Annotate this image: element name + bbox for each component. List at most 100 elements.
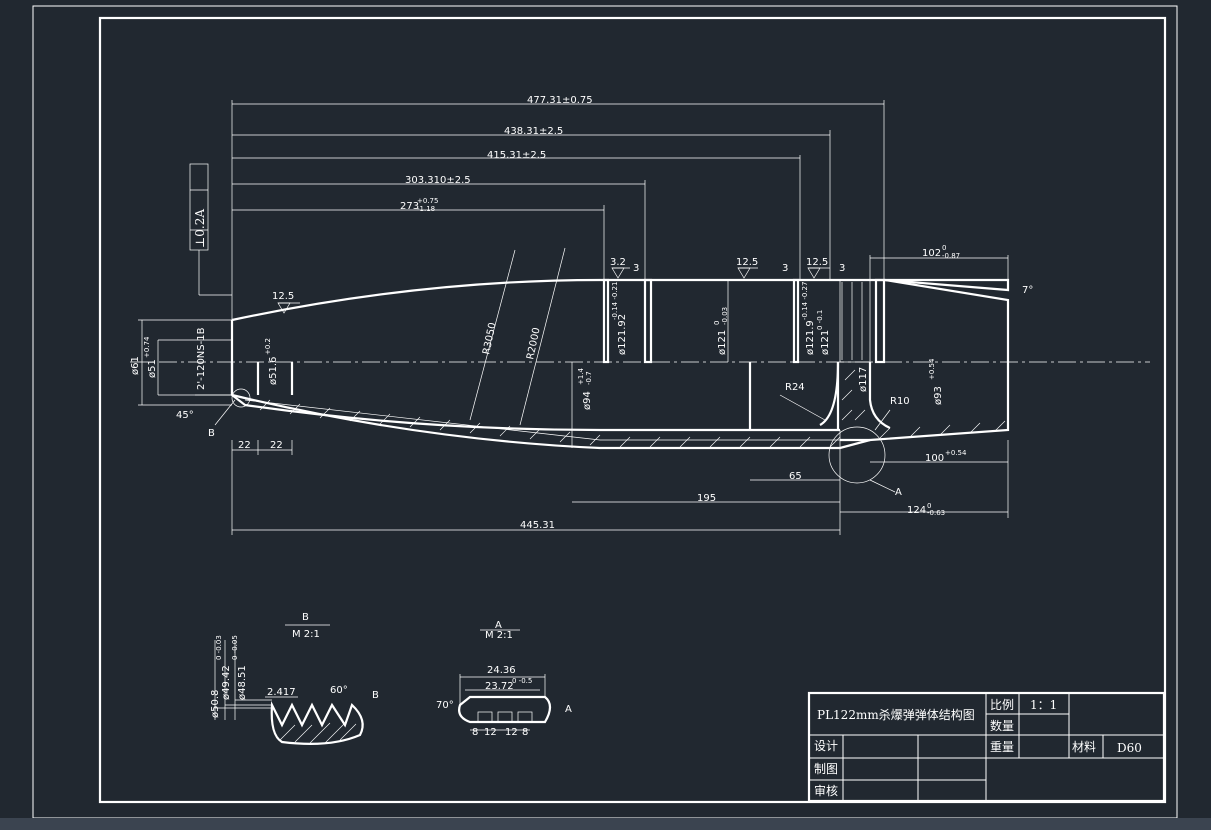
detail-a-band-shape xyxy=(458,695,552,724)
dim-124-tol-dn: -0.63 xyxy=(927,509,945,517)
detail-a-label: A xyxy=(495,620,502,631)
dim-d121-92-tol: -0.14 -0.21 xyxy=(611,282,619,320)
dim-124-tol-up: 0 xyxy=(927,502,931,510)
title-weight-label: 重量 xyxy=(990,740,1014,754)
detail-a-w2: 23.72 xyxy=(485,681,514,692)
dim-d51: ø51 xyxy=(147,359,158,378)
dim-d61: ø61 xyxy=(130,356,141,375)
dim-22a: 22 xyxy=(238,440,251,451)
rough-12-5c: 12.5 xyxy=(806,257,828,268)
detail-b-scale: M 2:1 xyxy=(292,629,320,640)
detail-b-d48-tol: 0 -0.05 xyxy=(231,635,239,660)
status-bar xyxy=(0,818,1211,830)
dim-100-tol: +0.54 xyxy=(945,449,967,457)
hatch-section xyxy=(259,369,1006,448)
dim-r3050: R3050 xyxy=(481,322,498,356)
dim-102: 102 xyxy=(922,248,941,259)
detail-a-w2-tol: 0 -0.5 xyxy=(512,677,532,685)
dim-r24: R24 xyxy=(785,382,805,393)
projectile-body xyxy=(230,278,1010,450)
detail-b-d49-tol: 0 -0.03 xyxy=(215,635,223,660)
dim-303: 303.310±2.5 xyxy=(405,175,471,186)
detail-b-d48: ø48.51 xyxy=(237,665,248,700)
label-b: B xyxy=(208,428,215,439)
dim-273: 273 xyxy=(400,201,419,212)
gap-3c: 3 xyxy=(839,263,845,274)
dim-273-tol-up: +0.75 xyxy=(417,197,438,205)
detail-a-w1: 24.36 xyxy=(487,665,516,676)
sheet-border xyxy=(32,5,1178,819)
detail-a: A M 2:1 24.36 23.72 0 -0.5 70° 8 12 12 8… xyxy=(436,620,572,738)
dim-r10: R10 xyxy=(890,396,910,407)
dim-d51-6-tol: +0.2 xyxy=(264,338,272,355)
dim-d51-tol: +0.74 xyxy=(143,336,151,358)
roughness-symbols xyxy=(277,267,830,314)
gap-3b: 3 xyxy=(782,263,788,274)
label-a: A xyxy=(895,487,902,498)
title-scale-value: 1：1 xyxy=(1030,698,1057,712)
detail-b: B M 2:1 ø50.8 ø49.42 0 -0.03 ø48.51 0 -0… xyxy=(210,612,379,745)
dim-d121-tol-dn: -0.03 xyxy=(721,307,729,325)
dim-65: 65 xyxy=(789,471,802,482)
title-qty-label: 数量 xyxy=(990,718,1014,733)
dim-d93-tol: +0.54 xyxy=(928,358,936,380)
detail-a-angle: 70° xyxy=(436,700,454,711)
detail-a-scale: M 2:1 xyxy=(485,630,513,641)
dim-438: 438.31±2.5 xyxy=(504,126,563,137)
rough-12-5a: 12.5 xyxy=(272,291,294,302)
dim-415: 415.31±2.5 xyxy=(487,150,546,161)
dimension-lines xyxy=(138,100,1009,535)
dim-102-tol-up: 0 xyxy=(942,244,946,252)
title-review-label: 审核 xyxy=(814,783,838,798)
title-block: PL122mm杀爆弹弹体结构图 比例 1：1 数量 重量 材料 D60 设计 制… xyxy=(807,691,1166,803)
angle-7: 7° xyxy=(1022,285,1033,296)
detail-a-g1: 8 xyxy=(472,727,478,738)
dim-r2000: R2000 xyxy=(525,327,542,361)
dim-195: 195 xyxy=(697,493,716,504)
dim-d121-92: ø121.92 xyxy=(617,314,628,355)
tolerance-frame-text: ⊥0.2A xyxy=(193,209,207,248)
title-material-label: 材料 xyxy=(1072,740,1096,754)
dim-124: 124 xyxy=(907,505,926,516)
detail-a-g3: 12 xyxy=(505,727,518,738)
title-scale-label: 比例 xyxy=(990,698,1014,712)
dim-d121-9: ø121.9 xyxy=(805,320,816,355)
title-design-label: 设计 xyxy=(814,739,838,753)
dim-d121-tol-up: 0 xyxy=(713,321,721,325)
detail-a-g4: 8 xyxy=(522,727,528,738)
dim-d121-9-tol: -0.14 -0.27 xyxy=(801,282,809,320)
title-draw-label: 制图 xyxy=(814,762,838,776)
dim-d94: ø94 xyxy=(582,391,593,410)
tolerance-frame xyxy=(189,163,209,251)
angle-45: 45° xyxy=(176,410,194,421)
title-material-value: D60 xyxy=(1117,741,1142,755)
detail-b-label: B xyxy=(302,612,309,623)
detail-a-circle[interactable] xyxy=(828,426,886,484)
dim-100: 100 xyxy=(925,453,944,464)
detail-a-side: A xyxy=(565,704,572,715)
detail-b-thread-shape xyxy=(270,700,364,745)
dim-d121: ø121 xyxy=(717,330,728,355)
title-name: PL122mm杀爆弹弹体结构图 xyxy=(817,707,975,722)
dim-d117: ø117 xyxy=(858,367,869,392)
dim-102-tol-dn: -0.87 xyxy=(942,252,960,260)
frame-border xyxy=(98,16,1167,804)
detail-b-angle: 60° xyxy=(330,685,348,696)
dim-d121b-tol: 0 -0.1 xyxy=(816,310,824,330)
dim-d51-6: ø51.6 xyxy=(268,357,279,385)
dim-273-tol-dn: -1.18 xyxy=(417,205,435,213)
dim-d121b: ø121 xyxy=(820,330,831,355)
dim-22b: 22 xyxy=(270,440,283,451)
dim-445: 445.31 xyxy=(520,520,555,531)
gap-3a: 3 xyxy=(633,263,639,274)
detail-b-d50: ø50.8 xyxy=(210,690,221,718)
dim-thread: 2'-120NS-1B xyxy=(196,327,207,390)
rough-12-5b: 12.5 xyxy=(736,257,758,268)
detail-b-side: B xyxy=(372,690,379,701)
detail-a-g2: 12 xyxy=(484,727,497,738)
rough-3-2: 3.2 xyxy=(610,257,626,268)
detail-b-circle[interactable] xyxy=(231,388,251,408)
dim-d94-tol-dn: -0.7 xyxy=(585,371,593,385)
